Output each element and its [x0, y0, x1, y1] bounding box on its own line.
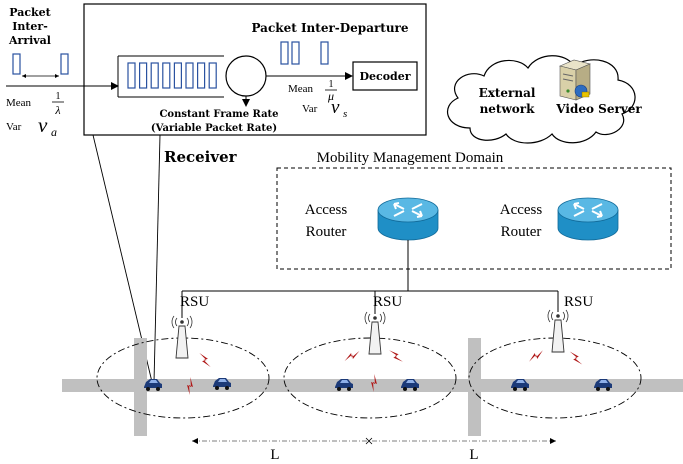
server-circle [225, 55, 267, 97]
rsu-label-3: RSU [564, 294, 593, 310]
gap-arrowheads [22, 74, 59, 78]
wireless-signal-icon [529, 350, 543, 362]
arrival-mean-label: Mean [6, 97, 32, 109]
departure-var-label: Var [302, 103, 318, 115]
queued-packets [127, 62, 217, 89]
rsu-label-2: RSU [373, 294, 402, 310]
external-network-label-2: network [480, 102, 536, 116]
wireless-signal-icon [371, 374, 377, 392]
inter-arrival-label-2: Inter- [12, 20, 48, 33]
car-icon [594, 379, 612, 391]
distance-label-2: L [469, 447, 478, 463]
distance-markers [192, 437, 556, 445]
wireless-signal-icon [569, 351, 583, 365]
departure-mean-label: Mean [288, 83, 314, 95]
access-router-label-2: Router [306, 224, 347, 240]
departing-packet [291, 41, 300, 65]
external-network-cloud: External network Video Server [447, 55, 642, 144]
mobility-domain-title: Mobility Management Domain [317, 150, 504, 166]
access-router-label-3: Access [500, 202, 543, 218]
receiver-queue-panel: Packet Inter- Arrival Mean 1 λ Var v a C… [6, 3, 427, 139]
distance-label-1: L [270, 447, 279, 463]
receiver-pointer-line [153, 134, 161, 383]
receiver-box [83, 3, 427, 136]
external-network-label-1: External [479, 86, 536, 100]
queued-packet [127, 62, 136, 89]
queue-buffer [117, 55, 224, 98]
car-icon [401, 379, 419, 391]
departure-mean-mu: μ [327, 89, 334, 103]
backbone-links [181, 240, 559, 318]
inter-departure-label: Packet Inter-Departure [251, 21, 408, 35]
inter-arrival-label-1: Packet [9, 6, 51, 19]
wireless-signal-icon [187, 377, 193, 395]
rsu-antenna-icon [364, 311, 386, 355]
departing-packet [280, 41, 289, 65]
decoder-box [352, 61, 418, 91]
rsu-coverage-2 [283, 337, 457, 419]
car-icon [511, 379, 529, 391]
rsu-antenna-icon [171, 315, 193, 359]
departure-var-sub: s [343, 108, 347, 120]
car-icon [213, 378, 231, 390]
departing-packet [320, 41, 329, 65]
departure-var-v: v [331, 97, 340, 118]
queued-packet [208, 62, 217, 89]
car-icon [335, 379, 353, 391]
wireless-signal-icon [344, 350, 360, 362]
inter-arrival-label-3: Arrival [8, 34, 51, 47]
receiver-label: Receiver [164, 148, 238, 166]
decoder-label: Decoder [359, 70, 410, 83]
arriving-packet [60, 53, 69, 75]
departure-mean-numerator: 1 [329, 79, 334, 90]
wireless-signal-icon [199, 352, 211, 368]
server-tower-icon [559, 59, 591, 101]
queued-packet [197, 62, 206, 89]
access-router-label-1: Access [305, 202, 348, 218]
arrival-var-sub: a [51, 125, 57, 139]
video-server-label: Video Server [555, 102, 642, 116]
access-router-label-4: Router [501, 224, 542, 240]
arrival-mean-lambda: λ [54, 103, 60, 117]
arriving-packet [12, 53, 21, 75]
queued-packet [185, 62, 194, 89]
queued-packet [162, 62, 171, 89]
queued-packet [173, 62, 182, 89]
router-icon [557, 197, 619, 241]
wireless-signal-icon [389, 350, 403, 362]
queued-packet [139, 62, 148, 89]
constant-frame-rate-label: Constant Frame Rate [159, 109, 278, 120]
rsu-label-1: RSU [180, 294, 209, 310]
mobility-domain-box [276, 167, 672, 270]
rsu-antenna-icon [547, 309, 569, 353]
variable-packet-rate-label: (Variable Packet Rate) [151, 123, 277, 134]
arrival-mean-numerator: 1 [56, 91, 61, 102]
car-icon [144, 379, 162, 391]
queued-packet [150, 62, 159, 89]
router-icon [377, 197, 439, 241]
arrival-var-label: Var [6, 121, 22, 133]
arrival-var-v: v [38, 113, 48, 137]
